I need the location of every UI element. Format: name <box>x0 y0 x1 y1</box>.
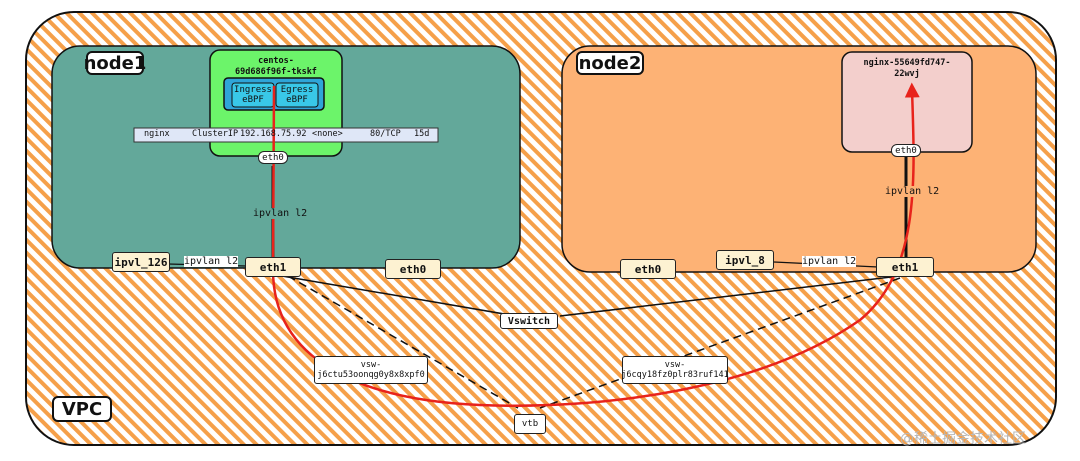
vsw2-box[interactable]: vsw- j6cqy18fz0plr83ruf141 <box>621 356 729 384</box>
node1-ipvl-box[interactable]: ipvl_126 <box>112 252 170 272</box>
egress-ebpf-label: Egress eBPF <box>280 85 314 105</box>
vswitch-box[interactable]: Vswitch <box>500 313 558 329</box>
node1-label: node1 <box>83 51 147 75</box>
node1-eth0[interactable]: eth0 <box>385 259 441 279</box>
ingress-ebpf-label: Ingress eBPF <box>234 85 272 105</box>
node1-pod-eth0[interactable]: eth0 <box>258 151 288 164</box>
node1-ipvl-link-label: ipvlan l2 <box>184 256 239 267</box>
service-port: 80/TCP <box>370 129 401 139</box>
eth1-node2-to-vswitch <box>559 275 901 317</box>
node1-ipvlan-label: ipvlan l2 <box>253 208 308 219</box>
node2-eth0[interactable]: eth0 <box>620 259 676 279</box>
service-bar <box>133 127 439 143</box>
eth1-node2-to-vsw2-dashed <box>539 277 901 409</box>
node2-pod-eth0[interactable]: eth0 <box>891 144 921 157</box>
node1-pod-name: centos- 69d686f96f-tkskf <box>235 56 317 77</box>
egress-ebpf-box <box>275 82 319 108</box>
node2-label: node2 <box>576 51 644 75</box>
watermark-text: @稀土掘金技术社区 <box>900 431 1026 447</box>
service-age: 15d <box>414 129 430 139</box>
vtb-box[interactable]: vtb <box>514 414 546 434</box>
node2-ipvlan-label: ipvlan l2 <box>885 186 940 197</box>
node2-ipvl-link-label: ipvlan l2 <box>802 256 857 267</box>
service-type: ClusterIP <box>192 129 239 139</box>
service-external-ip: <none> <box>312 129 343 139</box>
eth1-to-vsw1-dashed <box>287 275 519 409</box>
node2-pod-name: nginx-55649fd747- 22wvj <box>863 58 951 79</box>
vpc-label: VPC <box>52 396 112 422</box>
service-cluster-ip: 192.168.75.92 <box>240 129 307 139</box>
service-name: nginx <box>144 129 170 139</box>
node2-eth1[interactable]: eth1 <box>876 257 934 277</box>
node1-eth1[interactable]: eth1 <box>245 257 301 277</box>
eth1-to-vswitch <box>281 275 517 317</box>
node2-ipvl-box[interactable]: ipvl_8 <box>716 250 774 270</box>
vsw1-box[interactable]: vsw- j6ctu53oonqg0y8x8xpf0 <box>314 356 428 384</box>
